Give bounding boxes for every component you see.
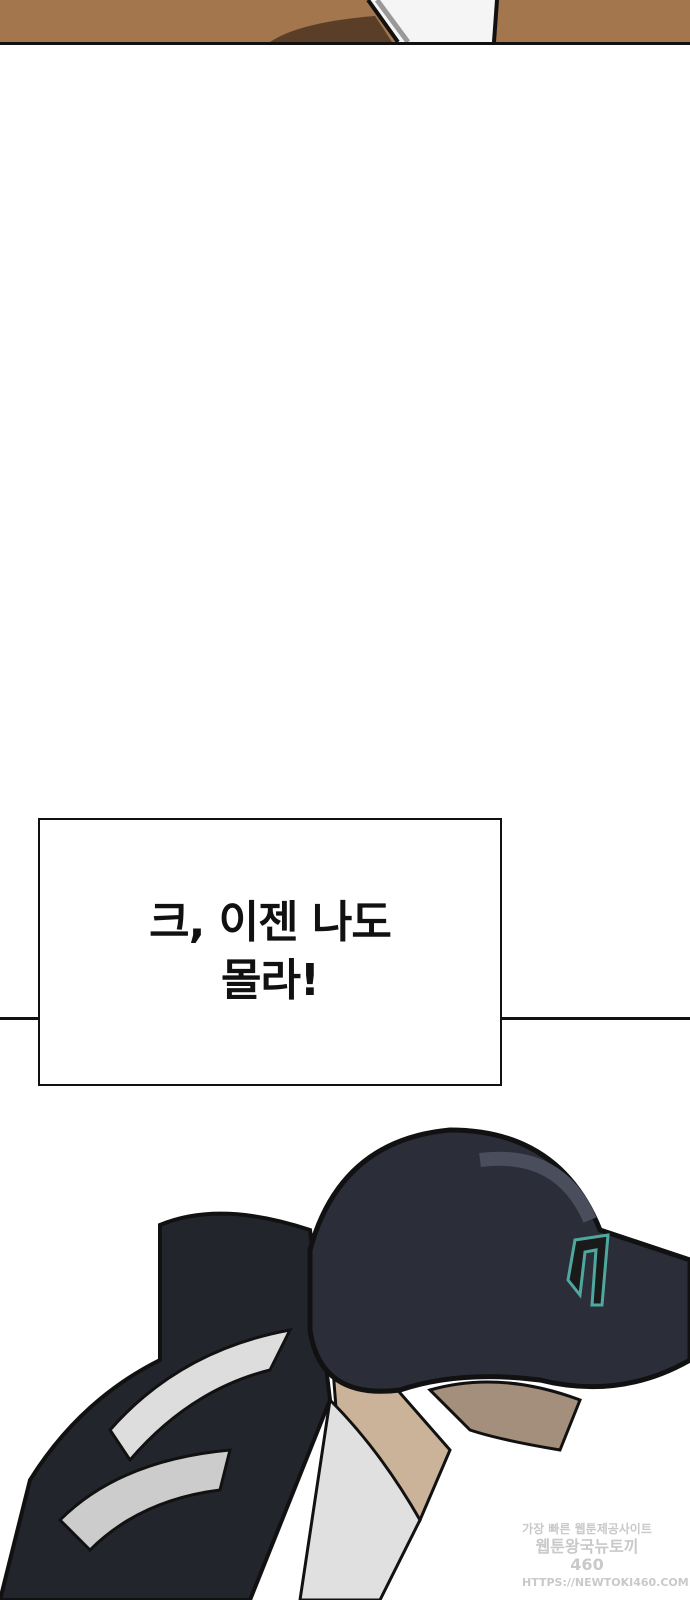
- watermark-line-1: 가장 빠른 웹툰제공사이트: [522, 1522, 652, 1536]
- narration-text: 크, 이젠 나도 몰라!: [149, 894, 392, 1010]
- previous-panel: [0, 0, 690, 45]
- narration-box: 크, 이젠 나도 몰라!: [38, 818, 502, 1086]
- panel-artwork: [270, 0, 499, 44]
- caption-line-1: 크, 이젠 나도: [149, 897, 392, 948]
- watermark-line-2: 웹툰왕국뉴토끼460: [535, 1537, 639, 1574]
- caption-line-2: 몰라!: [220, 955, 320, 1006]
- watermark-line-3: HTTPS://NEWTOKI460.COM: [522, 1576, 689, 1589]
- helmet-logo: [566, 1233, 610, 1307]
- character-illustration: [0, 1127, 690, 1600]
- watermark: 가장 빠른 웹툰제공사이트 웹툰왕국뉴토끼460 HTTPS://NEWTOKI…: [522, 1520, 689, 1592]
